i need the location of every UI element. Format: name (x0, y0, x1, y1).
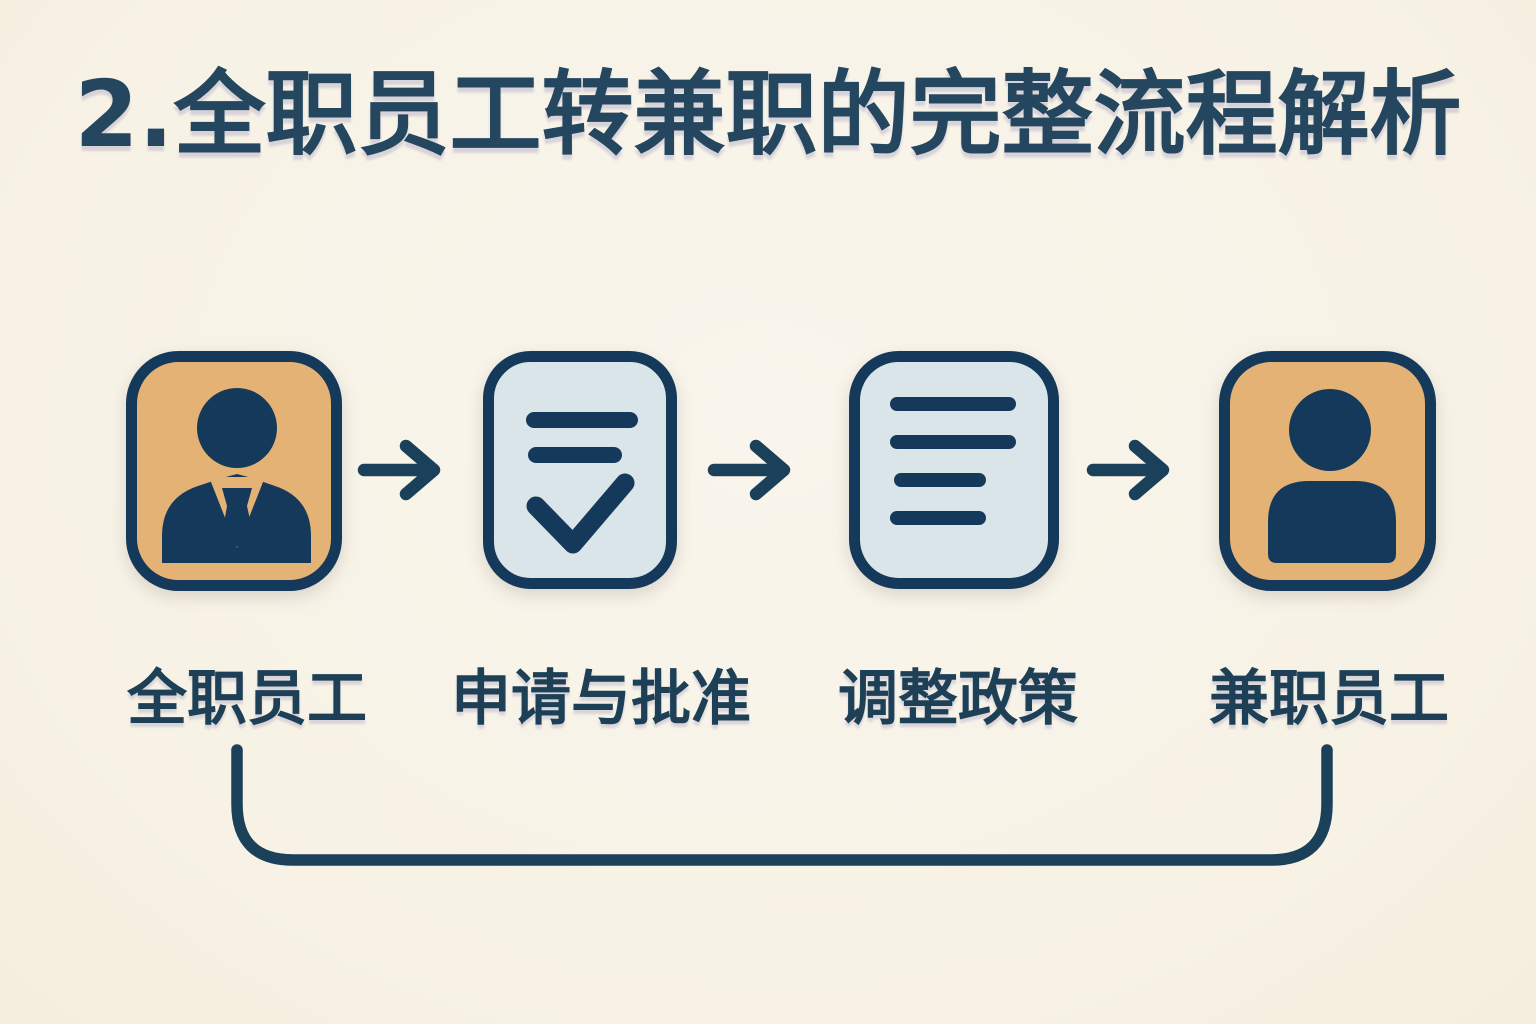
step-label-policy: 调整政策 (838, 664, 1078, 734)
arrow-right-icon (356, 436, 466, 504)
document-check-icon (482, 350, 678, 590)
part-time-employee-icon (1218, 350, 1437, 592)
step-tile-apply-approve (482, 350, 678, 590)
return-loop-connector (226, 742, 1338, 874)
step-label-full-time: 全职员工 (127, 664, 367, 734)
page-title: 2.全职员工转兼职的完整流程解析 (74, 61, 1462, 168)
step-label-apply-approve: 申请与批准 (451, 664, 751, 734)
document-lines-icon (848, 350, 1060, 590)
step-tile-policy (848, 350, 1060, 590)
step-label-part-time: 兼职员工 (1209, 664, 1449, 734)
step-tile-part-time (1218, 350, 1437, 592)
full-time-employee-icon (125, 350, 343, 592)
step-tile-full-time (125, 350, 343, 592)
arrow-right-icon (706, 436, 816, 504)
arrow-right-icon (1085, 436, 1195, 504)
